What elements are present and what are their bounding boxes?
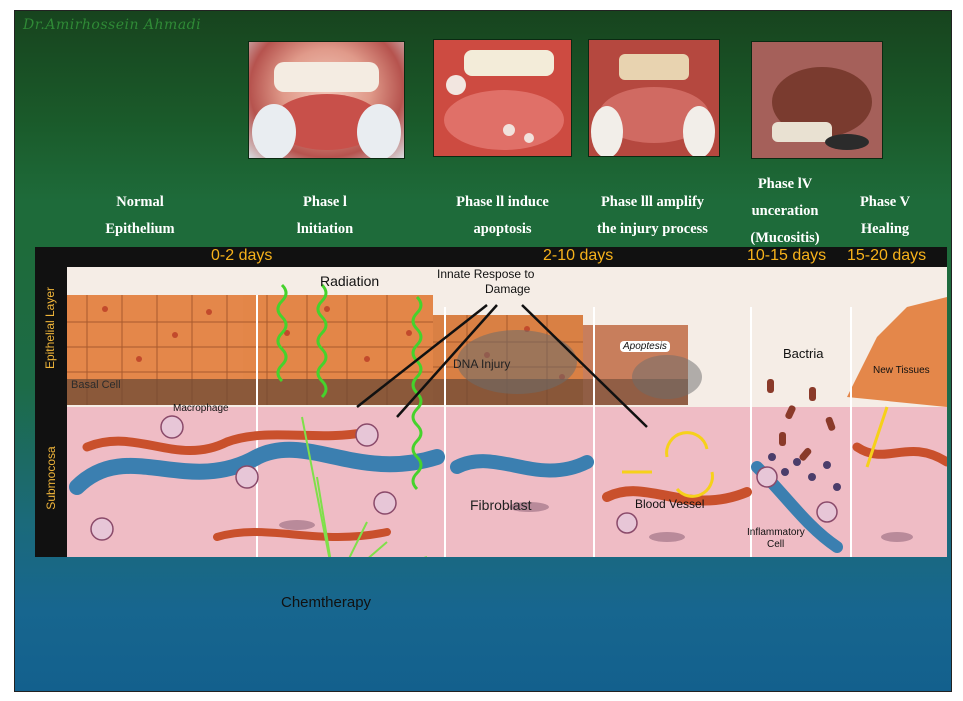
mouth-photo-4-image	[752, 42, 882, 158]
phase-heading-1: Phase l lnitiation	[260, 189, 390, 243]
macrophage-label: Macrophage	[173, 403, 229, 414]
basal-cell-label: Basal Cell	[71, 379, 121, 391]
photo-phase-4	[751, 41, 883, 159]
phase-heading-2: Phase ll induce apoptosis	[430, 189, 575, 243]
innate-response-label-1: Innate Respose to	[437, 267, 534, 281]
phase-line: apoptosis	[430, 216, 575, 243]
phase-line: Healing	[840, 216, 930, 243]
dna-injury-label: DNA Injury	[453, 357, 510, 371]
timeline-10-15-days: 10-15 days	[747, 247, 826, 265]
phase-line: Phase l	[260, 189, 390, 216]
inflammatory-cell-label-1: Inflammatory	[747, 527, 805, 538]
mouth-photo-1-image	[249, 42, 404, 158]
timeline-2-10-days: 2-10 days	[543, 247, 613, 265]
epithelial-layer-label: Epithelial Layer	[43, 283, 57, 373]
phase-heading-4: Phase lV unceration (Mucositis)	[735, 171, 835, 252]
phase-line: Phase lll amplify	[580, 189, 725, 216]
radiation-label: Radiation	[320, 273, 379, 289]
chemotherapy-label: Chemtherapy	[281, 594, 371, 611]
phase-heading-5: Phase V Healing	[840, 189, 930, 243]
phase-line: unceration	[735, 198, 835, 225]
phase-line: Phase ll induce	[430, 189, 575, 216]
phase-line: lnitiation	[260, 216, 390, 243]
mouth-photo-3-image	[589, 40, 719, 156]
photo-phase-3	[588, 39, 720, 157]
slide-frame: Dr.Amirhossein Ahmadi	[14, 10, 952, 692]
inflammatory-cell-label-2: Cell	[767, 539, 784, 550]
mouth-photo-2-image	[434, 40, 571, 156]
timeline-15-20-days: 15-20 days	[847, 247, 926, 265]
phase-heading-normal: Normal Epithelium	[75, 189, 205, 243]
submucosa-label: Submocosa	[44, 430, 58, 526]
phase-line: the injury process	[580, 216, 725, 243]
fibroblast-label: Fibroblast	[470, 497, 531, 513]
photo-phase-2	[433, 39, 572, 157]
phase-line: Epithelium	[75, 216, 205, 243]
phase-line: Phase lV	[735, 171, 835, 198]
bactria-label: Bactria	[783, 346, 823, 361]
phase-line: Normal	[75, 189, 205, 216]
new-tissues-label: New Tissues	[873, 365, 930, 376]
apoptesis-label: Apoptesis	[620, 341, 670, 352]
timeline-0-2-days: 0-2 days	[211, 247, 272, 265]
innate-response-label-2: Damage	[485, 282, 530, 296]
phase-line: Phase V	[840, 189, 930, 216]
photo-phase-1	[248, 41, 405, 159]
phase-heading-3: Phase lll amplify the injury process	[580, 189, 725, 243]
blood-vessel-label: Blood Vessel	[635, 497, 704, 511]
author-credit: Dr.Amirhossein Ahmadi	[23, 17, 201, 33]
